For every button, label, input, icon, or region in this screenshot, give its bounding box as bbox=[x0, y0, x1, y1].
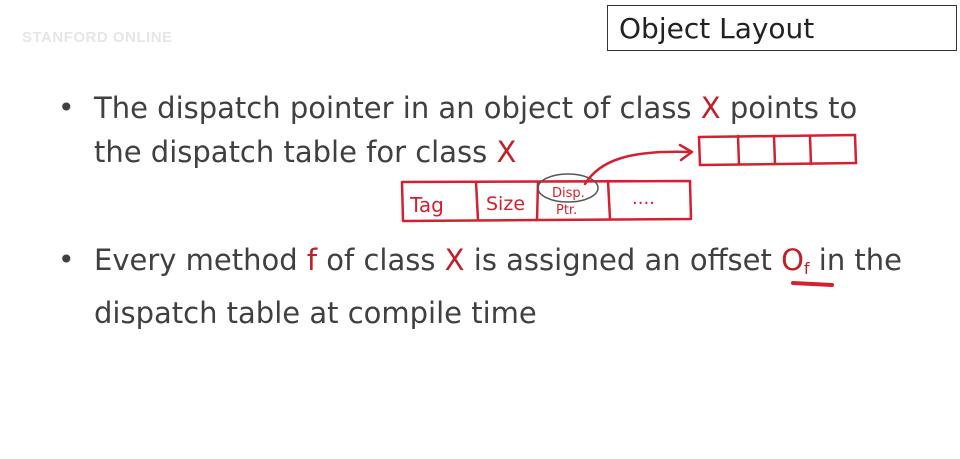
stanford-online-logo: STANFORD ONLINE bbox=[22, 28, 173, 46]
bullet-text: The dispatch pointer in an object of cla… bbox=[94, 86, 914, 174]
bullet-marker: • bbox=[58, 91, 75, 124]
offset-subscript-f: f bbox=[803, 259, 810, 278]
method-f-highlight: f bbox=[306, 243, 318, 277]
class-x-highlight: X bbox=[444, 243, 465, 277]
bullet-text: Every method f of class X is assigned an… bbox=[94, 238, 914, 335]
cell-divider bbox=[535, 180, 540, 222]
class-x-highlight: X bbox=[700, 91, 721, 125]
text-segment: of class bbox=[317, 243, 445, 277]
text-segment: points to the dispatch table for class bbox=[94, 91, 867, 169]
cell-label-size: Size bbox=[486, 193, 525, 215]
text-segment: is assigned an offset bbox=[464, 243, 782, 277]
text-segment: The dispatch pointer in an object of cla… bbox=[94, 91, 701, 125]
bullet-dispatch-pointer: • The dispatch pointer in an object of c… bbox=[58, 86, 938, 174]
text-segment: in the dispatch table at compile time bbox=[94, 243, 912, 330]
cell-divider bbox=[474, 180, 480, 222]
cell-label-disp: Disp. bbox=[552, 186, 585, 201]
cell-label-ellipsis: .... bbox=[632, 188, 655, 209]
text-segment: Every method bbox=[94, 243, 307, 277]
cell-label-ptr: Ptr. bbox=[556, 203, 577, 218]
cell-divider bbox=[606, 179, 612, 221]
bullet-marker: • bbox=[58, 243, 75, 276]
disp-ptr-circle bbox=[537, 173, 599, 203]
slide-title: Object Layout bbox=[607, 5, 957, 51]
object-outline bbox=[400, 179, 693, 223]
class-x-highlight: X bbox=[496, 135, 517, 169]
offset-o-highlight: O bbox=[781, 243, 804, 277]
bullet-method-offset: • Every method f of class X is assigned … bbox=[58, 238, 938, 335]
cell-label-tag: Tag bbox=[409, 193, 444, 217]
